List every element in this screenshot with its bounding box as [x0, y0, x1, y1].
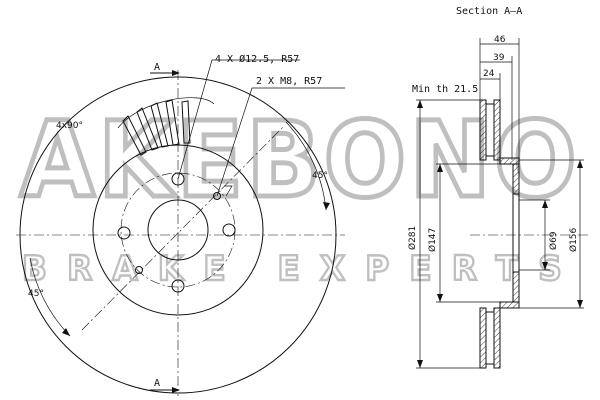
- holes-leader: [177, 59, 300, 180]
- section-marker-bottom: A: [150, 378, 180, 393]
- dim-hat-height: 39: [493, 53, 505, 63]
- bolt-hole: [117, 226, 131, 240]
- hat-bottom: [499, 301, 520, 309]
- vane: [136, 107, 159, 151]
- thread-indicator: [224, 185, 233, 197]
- dimension-dia-hat-outer: Ø156: [519, 159, 584, 309]
- dimension-46: 46: [479, 35, 520, 160]
- bolt-hole: [222, 223, 236, 237]
- vane: [181, 100, 191, 144]
- section-label: A: [154, 378, 160, 389]
- angle-arc-left: [29, 257, 71, 337]
- dimension-dia-hat: Ø147: [427, 163, 500, 303]
- threads-leader: [216, 87, 345, 197]
- vane-section-outline: [117, 97, 215, 129]
- dia-center-label: Ø69: [548, 231, 559, 250]
- rim-plate-left-bottom: [479, 307, 487, 369]
- hat-flange-top: [512, 163, 520, 195]
- angle-left-label: 45°: [28, 289, 44, 299]
- dimension-39: 39: [480, 53, 513, 160]
- threaded-hole: [135, 266, 143, 274]
- section-view: Section A–A Min th 21.5 46 39 24: [407, 6, 590, 369]
- diagonal-centerline: [81, 125, 285, 331]
- dimension-24: 24: [480, 69, 501, 100]
- min-thickness-label: Min th 21.5: [412, 84, 478, 95]
- dia-hat-outer-label: Ø156: [568, 227, 579, 252]
- dia-outer-label: Ø281: [407, 226, 418, 250]
- hat-top: [499, 157, 520, 165]
- pattern-angle-label: 4x90°: [56, 121, 83, 131]
- threaded-hole: [213, 192, 221, 200]
- rim-plate-left-top: [479, 99, 487, 161]
- rim-plate-right-top: [493, 99, 501, 161]
- threads-label: 2 X M8, R57: [256, 76, 322, 87]
- section-title: Section A–A: [456, 6, 522, 17]
- watermark-tagline: BRAKE EXPERTS: [22, 249, 582, 289]
- dim-total-height: 46: [494, 35, 506, 45]
- dia-hat-label: Ø147: [427, 228, 438, 252]
- angle-right-label: 45°: [312, 171, 328, 181]
- vane: [122, 115, 147, 156]
- dimension-dia-outer: Ø281: [407, 99, 480, 369]
- dim-thickness: 24: [483, 69, 495, 79]
- rim-plate-right-bottom: [493, 307, 501, 369]
- angle-arc-right: [285, 121, 327, 211]
- front-view: A A 4 X Ø12.5, R57 2 X M8, R57 4x90° 45°…: [16, 53, 345, 396]
- hat-flange-bottom: [512, 271, 520, 303]
- vane: [165, 99, 180, 146]
- dimension-dia-center: Ø69: [519, 199, 559, 271]
- holes-label: 4 X Ø12.5, R57: [215, 53, 299, 65]
- threaded-holes: [135, 192, 221, 274]
- cooling-vanes: [117, 97, 215, 156]
- section-label: A: [154, 62, 160, 73]
- section-marker-top: A: [150, 62, 180, 76]
